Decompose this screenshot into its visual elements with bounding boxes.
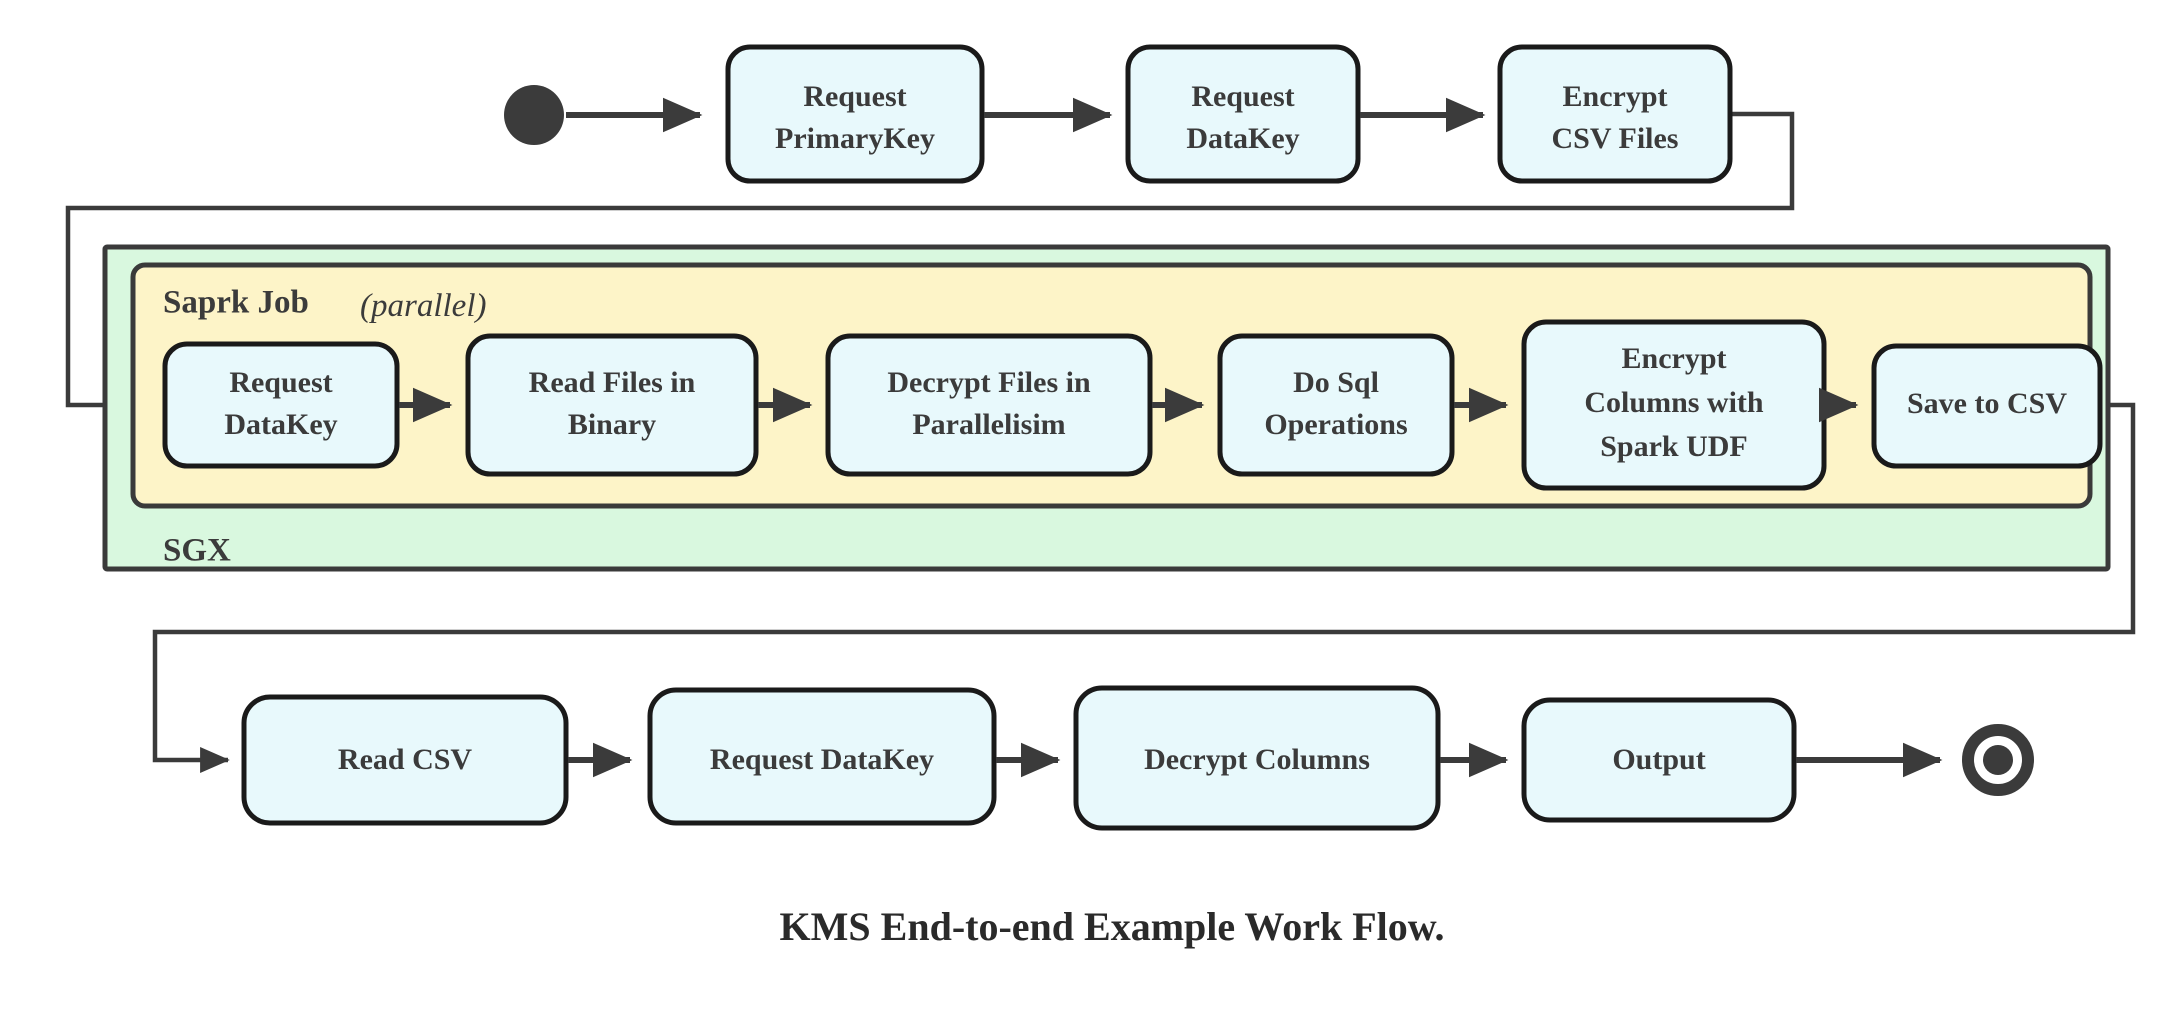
node-request-datakey-spark-line-0: Request	[229, 366, 332, 399]
node-request-primarykey[interactable]	[725, 44, 985, 184]
end-node-ring	[1962, 724, 2034, 796]
end-node-dot	[1983, 745, 2013, 775]
node-read-csv[interactable]	[241, 694, 569, 826]
diagram-caption: KMS End-to-end Example Work Flow.	[780, 904, 1445, 949]
node-do-sql-operations-line-0: Do Sql	[1293, 366, 1379, 399]
container-sgx-label: SGX	[163, 533, 231, 569]
node-encrypt-columns-line-1: Columns with	[1584, 386, 1764, 419]
edge-encryptcsv-to-sparkjob	[65, 111, 1795, 419]
node-decrypt-files-in-parallelisim-line-1: Parallelisim	[912, 408, 1065, 441]
node-request-datakey-spark-line-1: DataKey	[224, 408, 337, 441]
node-request-datakey-top-line-1: DataKey	[1186, 122, 1299, 155]
node-read-csv-line-0: Read CSV	[338, 743, 473, 776]
container-spark-job-label: Saprk Job	[163, 285, 309, 321]
node-decrypt-files-in-parallelisim-line-0: Decrypt Files in	[887, 366, 1091, 399]
node-encrypt-csv-files-line-1: CSV Files	[1552, 122, 1679, 155]
node-save-to-csv-line-0: Save to CSV	[1907, 387, 2067, 420]
node-request-datakey-spark[interactable]	[162, 341, 400, 469]
node-request-primarykey-line-0: Request	[803, 80, 906, 113]
node-request-datakey-top-line-0: Request	[1191, 80, 1294, 113]
edge-savetocsv-to-readcsv	[152, 402, 2136, 774]
node-encrypt-columns-line-2: Spark UDF	[1600, 430, 1748, 463]
node-encrypt-csv-files-line-0: Encrypt	[1563, 80, 1668, 113]
node-do-sql-operations-line-1: Operations	[1264, 408, 1407, 441]
node-decrypt-files-in-parallelisim[interactable]	[825, 333, 1153, 477]
node-save-to-csv[interactable]	[1871, 343, 2103, 469]
node-read-files-in-binary-line-0: Read Files in	[529, 366, 696, 399]
node-do-sql-operations[interactable]	[1217, 333, 1455, 477]
node-request-datakey-top[interactable]	[1125, 44, 1361, 184]
node-encrypt-columns-line-0: Encrypt	[1622, 342, 1727, 375]
node-decrypt-columns[interactable]	[1073, 685, 1441, 831]
start-node	[504, 85, 564, 145]
node-output-line-0: Output	[1612, 743, 1705, 776]
node-read-files-in-binary[interactable]	[465, 333, 759, 477]
node-decrypt-columns-line-0: Decrypt Columns	[1144, 743, 1370, 776]
node-request-datakey-bottom-line-0: Request DataKey	[710, 743, 934, 776]
node-read-files-in-binary-line-1: Binary	[568, 408, 656, 441]
node-request-primarykey-line-1: PrimaryKey	[775, 122, 935, 155]
node-encrypt-csv-files[interactable]	[1497, 44, 1733, 184]
container-spark-job-label-suffix: (parallel)	[360, 288, 486, 324]
node-output[interactable]	[1521, 697, 1797, 823]
node-request-datakey-bottom[interactable]	[647, 687, 997, 826]
